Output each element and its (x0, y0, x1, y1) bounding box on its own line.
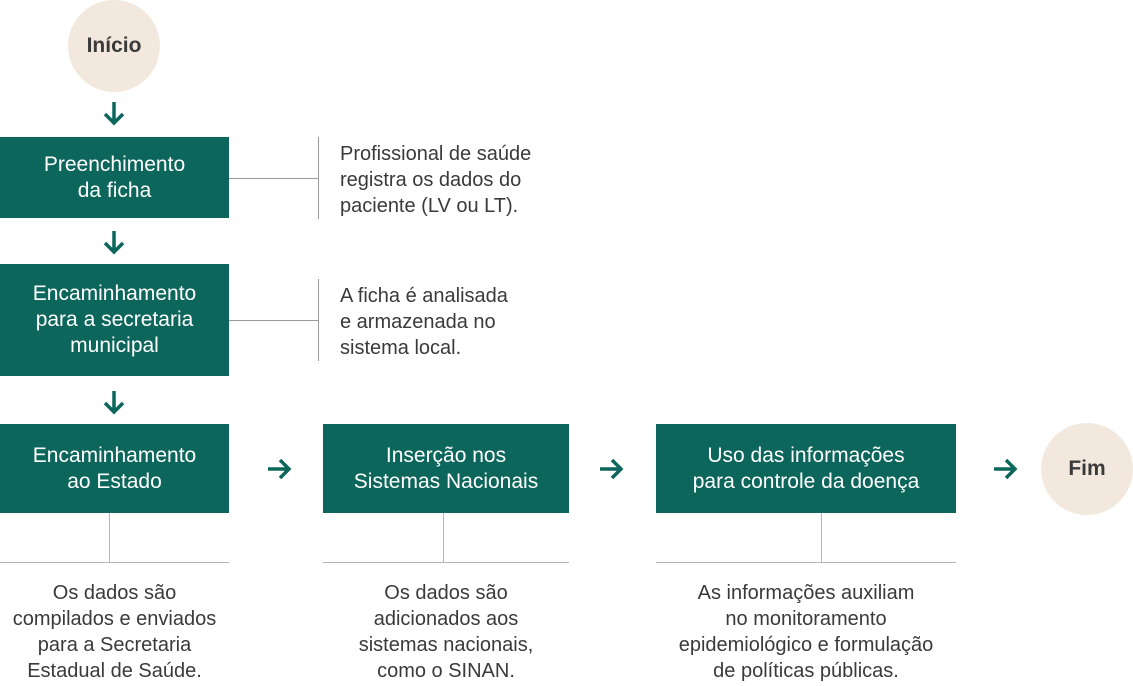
description-line: Os dados são (52, 582, 177, 604)
description-line: Os dados são (384, 582, 508, 604)
description-line: sistema local. (340, 337, 462, 359)
step-description: Profissional de saúde registra os dados … (340, 141, 531, 219)
description-line: sistemas nacionais, (358, 634, 534, 656)
step-title-line: da ficha (77, 178, 152, 202)
step-preenchimento: Preenchimento da ficha (0, 137, 229, 218)
description-line: epidemiológico e formulação (678, 634, 934, 656)
step-title-line: para a secretaria (35, 308, 194, 331)
connector-line (229, 320, 318, 321)
step-title-line: para controle da doença (692, 469, 920, 493)
connector-line (229, 178, 318, 179)
description-line: e armazenada no (340, 311, 496, 333)
connector-line (821, 513, 822, 562)
arrow-down-icon (100, 228, 128, 256)
connector-line (0, 562, 229, 563)
description-line: paciente (LV ou LT). (340, 195, 519, 217)
step-description: Os dados são adicionados aos sistemas na… (323, 580, 569, 684)
step-title-line: Inserção nos (385, 443, 507, 467)
step-title-line: ao Estado (67, 469, 162, 493)
description-line: As informações auxiliam (697, 582, 915, 604)
start-label: Início (86, 34, 142, 57)
connector-line (443, 513, 444, 562)
description-line: no monitoramento (725, 608, 887, 630)
step-title-line: Encaminhamento (32, 443, 197, 467)
step-encaminhamento-estado: Encaminhamento ao Estado (0, 424, 229, 513)
step-description: A ficha é analisada e armazenada no sist… (340, 283, 508, 361)
description-line: adicionados aos (373, 608, 519, 630)
description-line: como o SINAN. (377, 660, 515, 682)
step-insercao-sistemas: Inserção nos Sistemas Nacionais (323, 424, 569, 513)
start-node: Início (68, 0, 160, 92)
end-node: Fim (1041, 423, 1133, 515)
step-title-line: Preenchimento (43, 152, 186, 176)
step-description: As informações auxiliam no monitoramento… (646, 580, 966, 684)
description-line: compilados e enviados (12, 608, 217, 630)
connector-line (656, 562, 956, 563)
connector-line (323, 562, 569, 563)
arrow-right-icon (265, 455, 293, 483)
step-description: Os dados são compilados e enviados para … (0, 580, 229, 684)
step-title-line: Encaminhamento (32, 282, 197, 305)
step-title-line: Sistemas Nacionais (353, 469, 539, 493)
description-line: registra os dados do (340, 169, 522, 191)
description-line: Estadual de Saúde. (27, 660, 202, 682)
connector-line (318, 279, 319, 361)
step-encaminhamento-municipal: Encaminhamento para a secretaria municip… (0, 264, 229, 376)
arrow-right-icon (991, 455, 1019, 483)
step-title-line: Uso das informações (707, 443, 905, 467)
description-line: Profissional de saúde (340, 143, 532, 165)
arrow-down-icon (100, 388, 128, 416)
end-label: Fim (1068, 457, 1106, 480)
description-line: de políticas públicas. (713, 660, 899, 682)
step-uso-informacoes: Uso das informações para controle da doe… (656, 424, 956, 513)
arrow-right-icon (597, 455, 625, 483)
arrow-down-icon (100, 99, 128, 127)
step-title-line: municipal (70, 334, 159, 357)
description-line: A ficha é analisada (340, 285, 508, 307)
connector-line (318, 137, 319, 219)
description-line: para a Secretaria (37, 634, 192, 656)
connector-line (109, 513, 110, 562)
